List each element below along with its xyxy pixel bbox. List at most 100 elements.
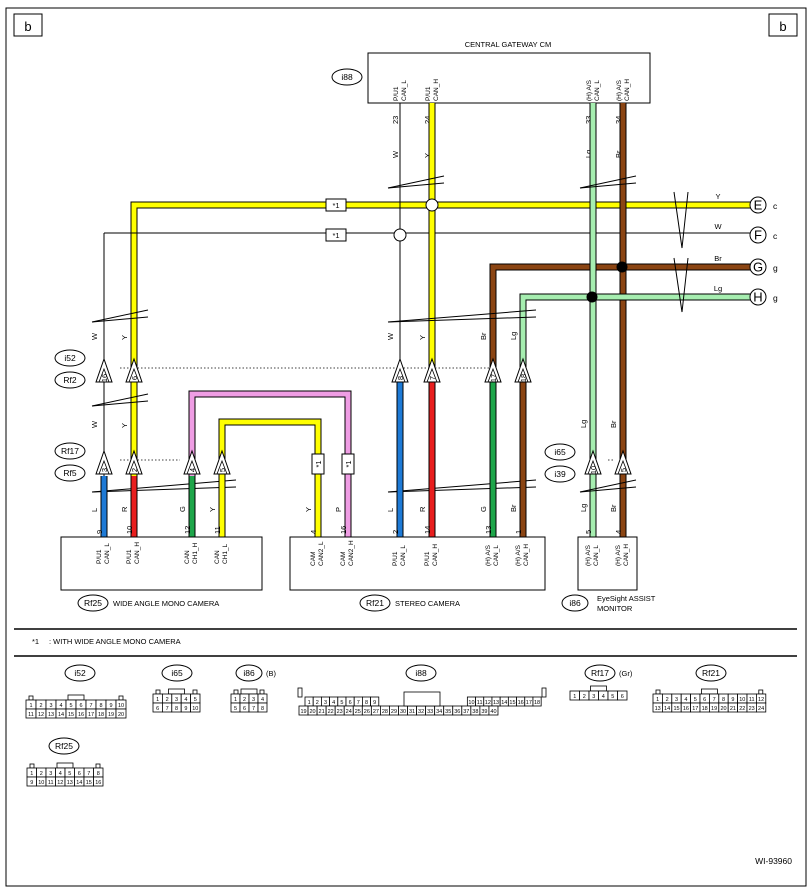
connector-pin-number: 5 <box>234 706 237 712</box>
connector-pin-number: 21 <box>319 709 325 715</box>
connector-pin-number: 9 <box>109 703 112 709</box>
connector-pin-number: 20 <box>720 706 726 712</box>
page-mark-left-box <box>13 13 43 37</box>
connector-pin-number: 18 <box>534 700 540 706</box>
module-pin-label: CH1_H <box>192 542 199 564</box>
connector-pin-number: 12 <box>758 697 764 703</box>
connector-pin-number: 11 <box>749 697 755 703</box>
connector-terminal <box>391 357 409 383</box>
module-pin-label: P/U1 <box>392 551 399 566</box>
junction-pin-number: 10 <box>589 466 598 474</box>
junction-rf2-oval <box>54 371 86 389</box>
connector-pin-number: 1 <box>234 697 237 703</box>
break-mark <box>579 486 637 493</box>
connector-pin-number: 19 <box>108 712 114 718</box>
connector-pin-number: 4 <box>602 694 605 700</box>
connector-pin-number: 4 <box>59 703 62 709</box>
wire-code: G <box>479 506 488 512</box>
connector-pin-number: 3 <box>324 700 327 706</box>
gateway-pin-label: CAN_L <box>401 80 408 101</box>
junction-pin-number: 17 <box>489 374 498 382</box>
connector-view-id-oval <box>48 737 80 755</box>
wire-code: R <box>120 506 129 512</box>
module-pin-number: 13 <box>484 526 493 534</box>
module-pin-number: 11 <box>213 526 222 534</box>
junction-i65-oval <box>544 443 576 461</box>
connector-terminal <box>95 449 113 475</box>
connector-terminal <box>484 357 502 383</box>
wire-fill <box>219 419 321 540</box>
break-mark <box>673 191 689 249</box>
connector-ear <box>95 763 101 769</box>
star-tag-box <box>325 198 347 212</box>
junction-pin-number: 7 <box>428 376 437 380</box>
module-pin-label: CAM <box>310 552 317 566</box>
connector-pin-number: 20 <box>310 709 316 715</box>
module-name: WIDE ANGLE MONO CAMERA <box>113 599 219 608</box>
connector-view-id: i88 <box>415 668 427 678</box>
wire-outline <box>519 293 754 540</box>
module-box-rf25 <box>60 536 263 591</box>
connector-pin-number: 3 <box>175 697 178 703</box>
star-tag: *1 <box>344 460 353 467</box>
connector-pin-number: 17 <box>692 706 698 712</box>
break-mark <box>387 479 537 493</box>
connector-pin-number: 14 <box>664 706 670 712</box>
connector-terminal <box>183 449 201 475</box>
connector-pin-number: 7 <box>166 706 169 712</box>
connector-pin-number: 6 <box>156 706 159 712</box>
gateway-connector-id-oval <box>331 68 363 86</box>
connector-pin-number: 34 <box>436 709 442 715</box>
wire-code: Br <box>609 420 618 428</box>
module-name: EyeSight ASSIST <box>597 594 656 603</box>
connector-pin-number: 39 <box>481 709 487 715</box>
connector-pin-number: 10 <box>739 697 745 703</box>
break-mark <box>91 316 149 323</box>
splice-point <box>586 291 598 303</box>
gateway-title: CENTRAL GATEWAY CM <box>465 40 552 49</box>
connector-view-id-oval <box>584 664 616 682</box>
gateway-pin-label: P/U1 <box>425 86 432 101</box>
connector-pin-number: 8 <box>722 697 725 703</box>
connector-cell <box>115 708 127 719</box>
connector-pin-number: 38 <box>472 709 478 715</box>
wire-code: Y <box>120 423 129 428</box>
gateway-pin-label: (H) A/S <box>616 79 623 101</box>
module-pin-number: 16 <box>339 526 348 534</box>
gateway-pin-number: 24 <box>423 116 432 124</box>
connector-pin-number: 10 <box>38 780 44 786</box>
gateway-pin-label: (H) A/S <box>586 79 593 101</box>
wire-code: G <box>178 506 187 512</box>
connector-ear <box>29 763 35 769</box>
wire-code: Br <box>509 504 518 512</box>
offpage-letter-circle <box>749 226 767 244</box>
connector-pin-number: 24 <box>758 706 764 712</box>
connector-terminal <box>614 449 632 475</box>
connector-terminal-inner <box>216 459 228 475</box>
module-pin-number: 10 <box>125 526 134 534</box>
connector-pin-number: 2 <box>39 703 42 709</box>
module-name: STEREO CAMERA <box>395 599 460 608</box>
module-pin-label: (H) A/S <box>615 544 622 566</box>
connector-pin-number: 1 <box>573 694 576 700</box>
connector-view-id: i65 <box>171 668 183 678</box>
module-pin-label: CAN_H <box>432 544 439 566</box>
junction-rf17: Rf17 <box>61 446 79 456</box>
page-mark-right: b <box>779 19 786 34</box>
break-mark <box>91 393 149 407</box>
wire-outline <box>130 201 754 550</box>
connector-terminal-inner <box>426 367 438 383</box>
connector-pin-number: 2 <box>316 700 319 706</box>
module-pin-number: 12 <box>183 526 192 534</box>
connector-pin-number: 6 <box>703 697 706 703</box>
junction-rf5-oval <box>54 464 86 482</box>
junction-pin-number: 16 <box>100 374 109 382</box>
gateway-box <box>367 52 651 104</box>
wire-code: Lg <box>509 332 518 340</box>
wire-code: Br <box>479 332 488 340</box>
gateway-pin-number: 33 <box>584 116 593 124</box>
connector-pin-number: 1 <box>30 771 33 777</box>
break-mark <box>673 257 689 313</box>
